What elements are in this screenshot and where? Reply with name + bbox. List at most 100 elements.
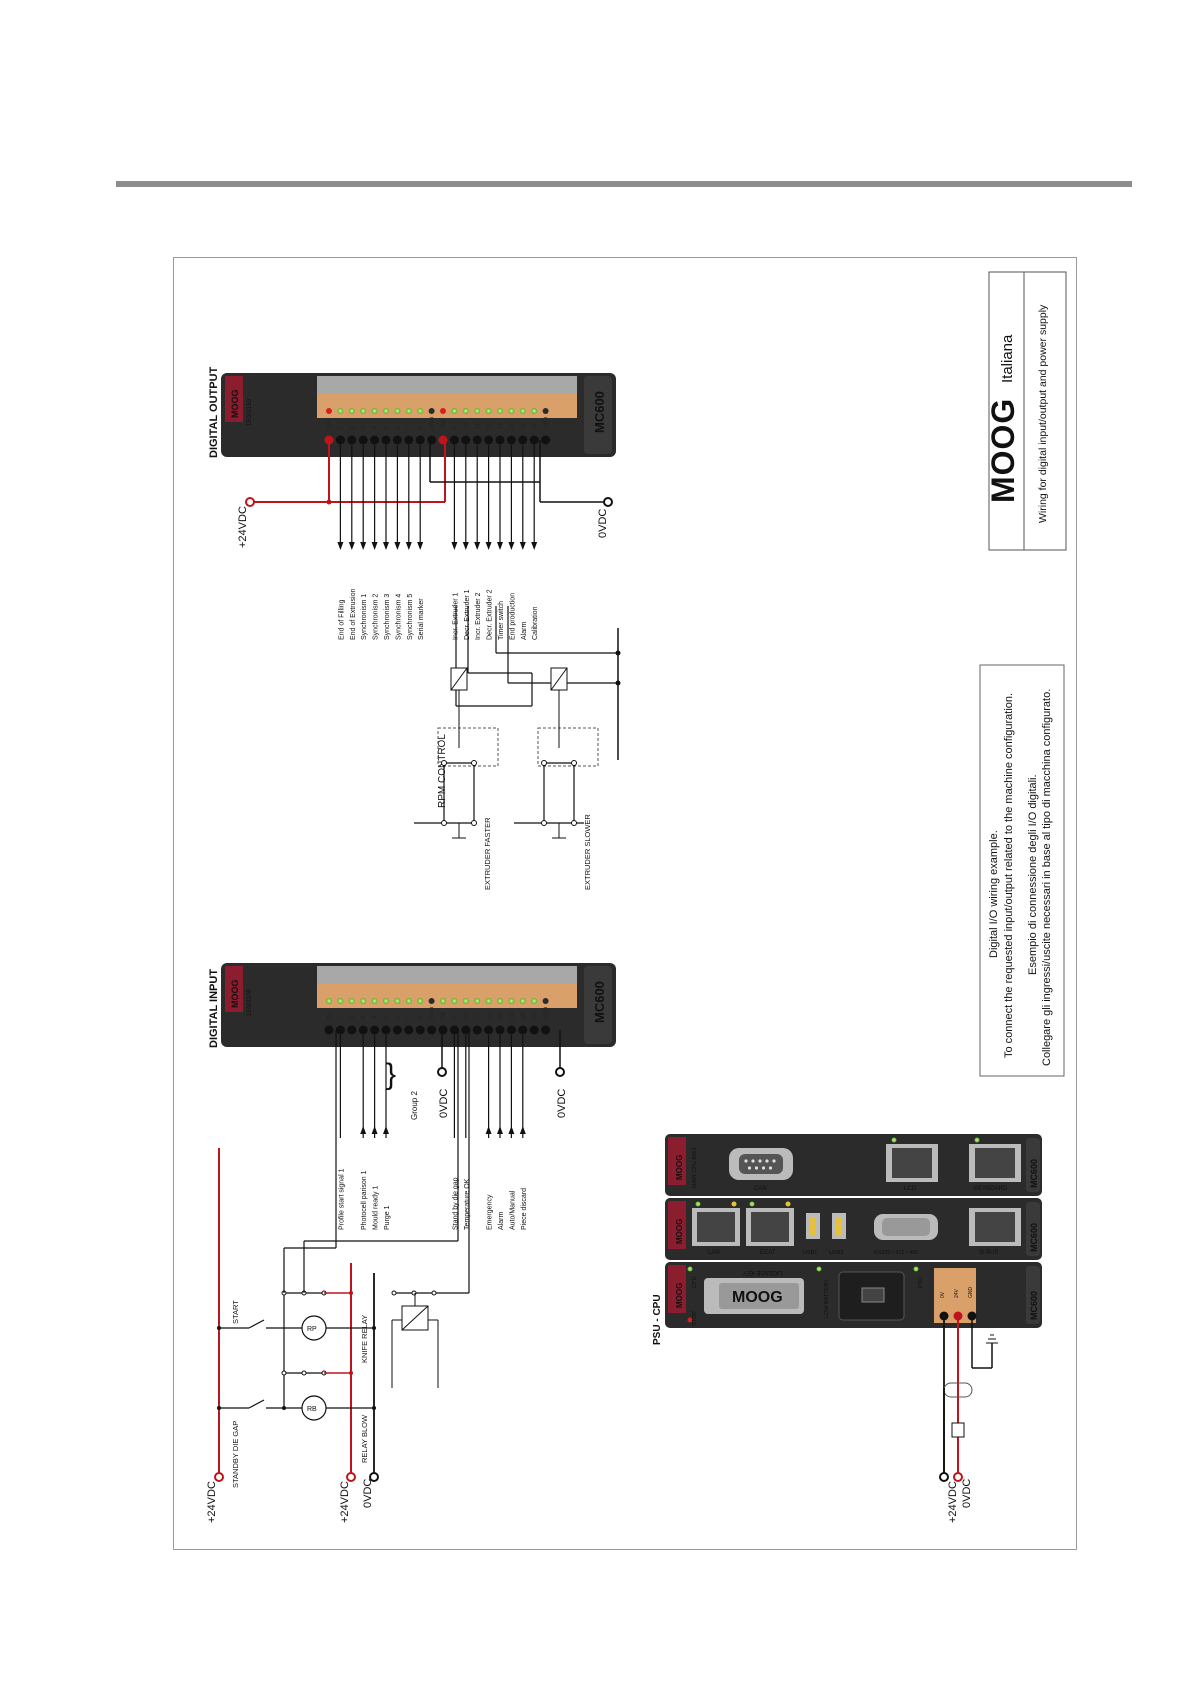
- di-pin-label: 2: [350, 1016, 356, 1019]
- do-output-label: Synchronism 5: [407, 594, 414, 640]
- digital-input-part-number: 1E001100: [247, 988, 253, 1016]
- do-terminal: [415, 435, 425, 445]
- do-pin-label: 5: [384, 426, 390, 429]
- di-pin-label: 5: [384, 1016, 390, 1019]
- do-led: [485, 408, 492, 414]
- do-pin-label: 24V: [441, 419, 447, 429]
- can-pin: [754, 1166, 759, 1170]
- do-output-arrow: [337, 542, 344, 550]
- di-input-label: Mould ready 1: [373, 1186, 380, 1230]
- do-led: [508, 408, 515, 414]
- license-key-logo: MOOG: [732, 1289, 783, 1306]
- di-pin-label: 12: [487, 1013, 493, 1019]
- di-terminal: [495, 1025, 505, 1035]
- di-led: [394, 998, 401, 1004]
- extruder-faster-label: EXTRUDER FASTER: [483, 817, 492, 890]
- do-pin-label: GND: [544, 417, 550, 429]
- di-terminal: [335, 1025, 345, 1035]
- di-terminal: [518, 1025, 528, 1035]
- input-supply-pos-2: +24VDC: [339, 1481, 351, 1523]
- do-output-arrow: [462, 542, 469, 550]
- cpu-rack-title: PSU - CPU: [652, 1294, 663, 1345]
- notes-box: Digital I/O wiring example. To connect t…: [979, 664, 1065, 1077]
- do-output-label: Decr. Extruder 2: [487, 589, 494, 640]
- di-led: [474, 998, 481, 1004]
- ecat-port-label: ECAT: [760, 1250, 776, 1256]
- di-pin-label: GND: [544, 1007, 550, 1019]
- di-led: [508, 998, 515, 1004]
- do-terminal: [335, 435, 345, 445]
- note-line-4: Collegare gli ingressi/uscite necessari …: [1041, 689, 1053, 1066]
- di-pin-label: 6: [395, 1016, 401, 1019]
- di-led: [497, 998, 503, 1004]
- di-input-label: Alarm: [498, 1212, 505, 1230]
- di-pin-label: 7: [407, 1016, 413, 1019]
- do-output-arrow: [405, 542, 412, 550]
- do-terminal: [541, 435, 551, 445]
- do-output-label: Synchronism 3: [384, 594, 391, 640]
- do-output-arrow: [485, 542, 492, 550]
- do-led: [542, 408, 549, 414]
- di-terminal: [415, 1025, 425, 1035]
- do-pin-label: 10: [464, 423, 470, 429]
- di-input-arrow: [360, 1126, 367, 1134]
- di-led: [360, 998, 367, 1004]
- di-led: [485, 998, 492, 1004]
- do-terminal: [484, 435, 494, 445]
- psu-term-0v: 0V: [940, 1291, 946, 1298]
- do-terminal: [518, 435, 528, 445]
- comm-model: MC600: [1029, 1223, 1039, 1252]
- do-led: [474, 408, 481, 414]
- do-output-label: Incr. Extruder 2: [475, 592, 482, 640]
- di-0vdc-2: 0VDC: [556, 1089, 568, 1118]
- title-block-logo-suffix: Italiana: [999, 334, 1016, 383]
- do-terminal: [472, 435, 482, 445]
- di-terminal: [529, 1025, 539, 1035]
- note-line-2: To connect the requested input/output re…: [1003, 693, 1015, 1058]
- do-pin-label: GND: [430, 417, 436, 429]
- di-pin-label: PK: [441, 1011, 447, 1019]
- note-line-3: Esempio di connessione degli I/O digital…: [1027, 774, 1039, 975]
- do-terminal: [370, 435, 380, 445]
- standby-die-gap-label: STANDBY DIE GAP: [231, 1421, 240, 1488]
- di-terminal: [449, 1025, 459, 1035]
- do-pin-label: 6: [395, 426, 401, 429]
- comm-module: MOOG LAN ECAT USB1 USB2 RS232 / 422 / 48…: [665, 1198, 1042, 1260]
- do-output-arrow: [451, 542, 458, 550]
- do-output-label: End of Filling: [338, 599, 345, 640]
- header-rule: [116, 181, 1132, 187]
- do-led: [326, 408, 332, 414]
- psu-led-label: PSU: [918, 1277, 924, 1288]
- di-led: [542, 998, 549, 1004]
- do-pin-label: 7: [407, 426, 413, 429]
- do-terminal: [381, 435, 391, 445]
- do-output-arrow: [348, 542, 355, 550]
- di-led: [531, 998, 538, 1004]
- do-output-arrow: [394, 542, 401, 550]
- do-led: [348, 408, 355, 414]
- di-terminal: [392, 1025, 402, 1035]
- group-2-label: Group 2: [410, 1091, 419, 1120]
- di-pin-label: GND: [430, 1007, 436, 1019]
- relay-blow-label: RELAY BLOW: [360, 1414, 369, 1463]
- di-pin-label: 15: [521, 1013, 527, 1019]
- do-output-arrow: [497, 542, 503, 550]
- do-output-label: Synchronism 4: [395, 594, 402, 640]
- do-led: [451, 408, 458, 414]
- can-pin: [747, 1166, 752, 1170]
- can-pin: [758, 1159, 762, 1163]
- di-pin-label: PK: [327, 1011, 333, 1019]
- low-battery-label: LOW BATTERY: [824, 1279, 830, 1318]
- can-pin: [751, 1159, 755, 1163]
- di-led: [326, 998, 332, 1004]
- do-led: [462, 408, 469, 414]
- do-pin-label: 2: [350, 426, 356, 429]
- do-pin-label: 12: [487, 423, 493, 429]
- di-pin-label: 3: [361, 1016, 367, 1019]
- di-terminal: [438, 1025, 448, 1035]
- di-input-arrow: [508, 1126, 515, 1134]
- title-block-subtitle: Wiring for digital input/output and powe…: [1037, 304, 1049, 523]
